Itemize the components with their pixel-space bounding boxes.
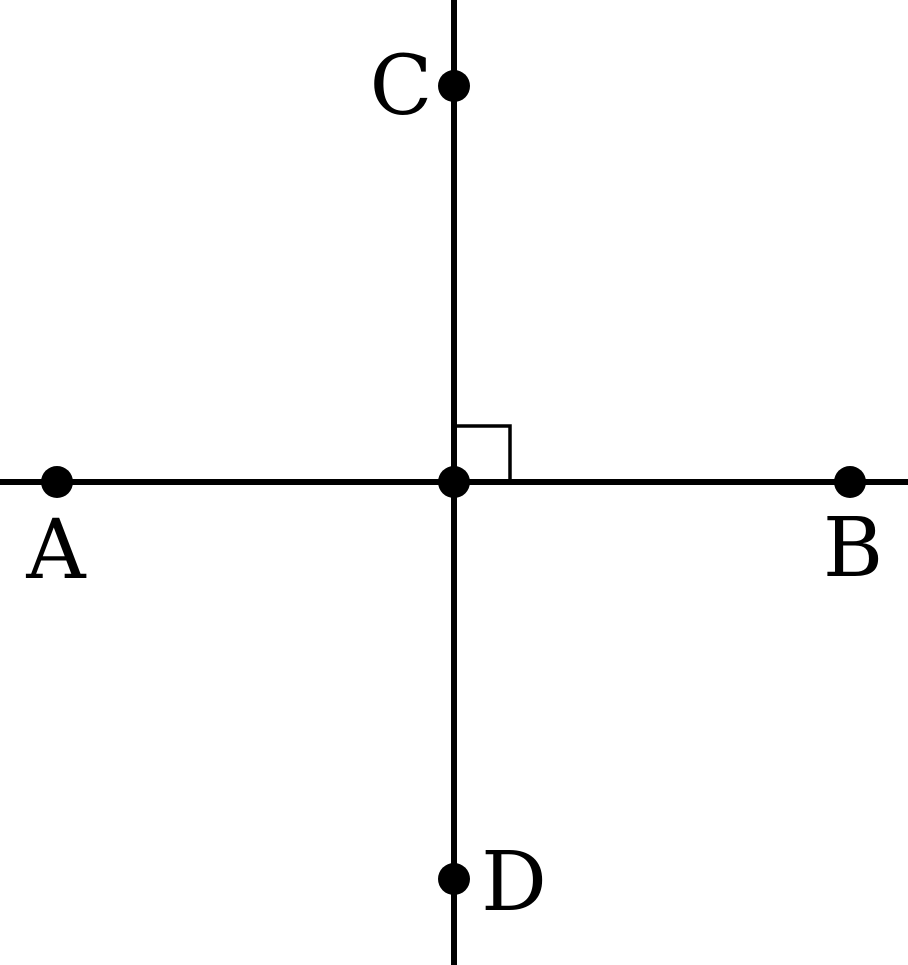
point-b: [834, 466, 866, 498]
point-a: [41, 466, 73, 498]
point-c: [438, 70, 470, 102]
intersection-point: [438, 466, 470, 498]
right-angle-marker: [454, 424, 512, 482]
point-d: [438, 863, 470, 895]
label-c: C: [370, 39, 433, 134]
label-b: B: [823, 501, 883, 596]
label-a: A: [25, 503, 87, 598]
label-d: D: [481, 835, 547, 930]
